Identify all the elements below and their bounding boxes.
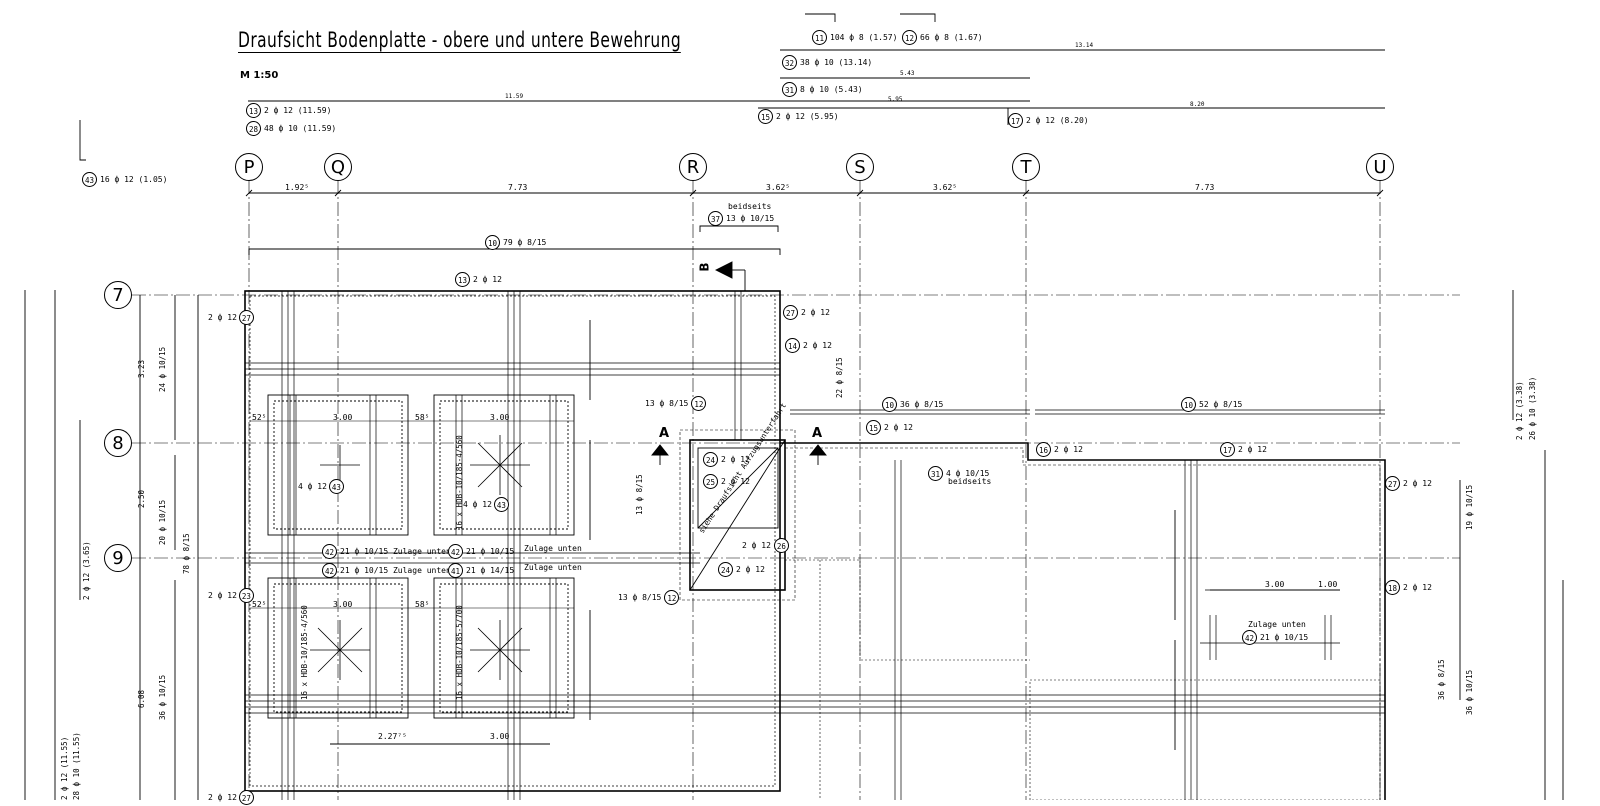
- rebar-label: beidseits: [728, 202, 772, 211]
- dimension-label: 52⁵: [252, 600, 267, 609]
- drawing-scale: M 1:50: [240, 70, 279, 81]
- left-dimension: 6.08: [137, 689, 146, 708]
- axis-dimension: 1.92⁵: [285, 183, 310, 192]
- bar-length: 8.20: [1190, 101, 1205, 108]
- rebar-label: 36 ф 10/15: [158, 674, 167, 720]
- bar-length: 13.14: [1075, 42, 1094, 49]
- rebar-label: 28 ф 10 (11.55): [72, 732, 81, 800]
- axis-bubble-p: P: [235, 153, 263, 181]
- dimension-label: 3.00: [333, 413, 353, 422]
- rebar-label: 36 ф 8/15: [1437, 659, 1446, 700]
- axis-bubble-7: 7: [104, 281, 132, 309]
- dimension-label: 1.00: [1318, 580, 1338, 589]
- rebar-label: 13 ф 8/15: [635, 474, 644, 515]
- stud-rail-label: 16 x HDB-10/185-4/560: [455, 435, 464, 530]
- rebar-label: Zulage unten: [1248, 620, 1306, 629]
- axis-bubble-r: R: [679, 153, 707, 181]
- dimension-label: 3.00: [490, 413, 510, 422]
- stud-rail-label: 16 x HDB-10/185-4/560: [300, 605, 309, 700]
- bar-length: 5.95: [888, 96, 903, 103]
- rebar-label: 2 ф 12 (11.55): [60, 736, 69, 800]
- axis-dimension: 7.73: [1195, 183, 1215, 192]
- rebar-label: 19 ф 10/15: [1465, 484, 1474, 530]
- dimension-label: 2.27⁷⁵: [378, 732, 407, 741]
- drawing-title: Draufsicht Bodenplatte - obere und unter…: [238, 28, 682, 53]
- axis-dimension: 7.73: [508, 183, 528, 192]
- left-dimension: 3.23: [137, 359, 146, 378]
- rebar-label: 78 ф 8/15: [182, 533, 191, 574]
- dimension-label: 58⁵: [415, 413, 430, 422]
- axis-bubble-8: 8: [104, 429, 132, 457]
- rebar-label: 36 ф 10/15: [1465, 669, 1474, 715]
- rebar-label: 2 ф 12 (3.38): [1515, 381, 1524, 440]
- rebar-label: 22 ф 8/15: [835, 357, 844, 398]
- axis-bubble-s: S: [846, 153, 874, 181]
- section-mark-a: A: [659, 426, 670, 441]
- dimension-label: 3.00: [490, 732, 510, 741]
- rebar-label: 20 ф 10/15: [158, 499, 167, 545]
- stud-rail-label: 16 x HDB-10/185-5/700: [455, 605, 464, 700]
- dimension-label: 52⁵: [252, 413, 267, 422]
- rebar-label: beidseits: [948, 477, 992, 486]
- axis-dimension: 3.62⁵: [933, 183, 958, 192]
- axis-bubble-q: Q: [324, 153, 352, 181]
- axis-bubble-t: T: [1012, 153, 1040, 181]
- left-dimension: 2.50: [137, 489, 146, 508]
- rebar-label: Zulage unten: [524, 544, 582, 553]
- rebar-label: 24 ф 10/15: [158, 346, 167, 392]
- bar-length: 11.59: [505, 93, 524, 100]
- section-mark-a-right: A: [812, 426, 823, 441]
- rebar-label: Zulage unten: [524, 563, 582, 572]
- dimension-label: 3.00: [1265, 580, 1285, 589]
- rebar-label: 2 ф 12 (3.65): [82, 541, 91, 600]
- bar-length: 5.43: [900, 70, 915, 77]
- axis-dimension: 3.62⁵: [766, 183, 791, 192]
- section-mark-b: B: [697, 262, 712, 272]
- dimension-label: 58⁵: [415, 600, 430, 609]
- dimension-label: 3.00: [333, 600, 353, 609]
- rebar-label: 26 ф 10 (3.38): [1528, 376, 1537, 440]
- axis-bubble-9: 9: [104, 544, 132, 572]
- axis-bubble-u: U: [1366, 153, 1394, 181]
